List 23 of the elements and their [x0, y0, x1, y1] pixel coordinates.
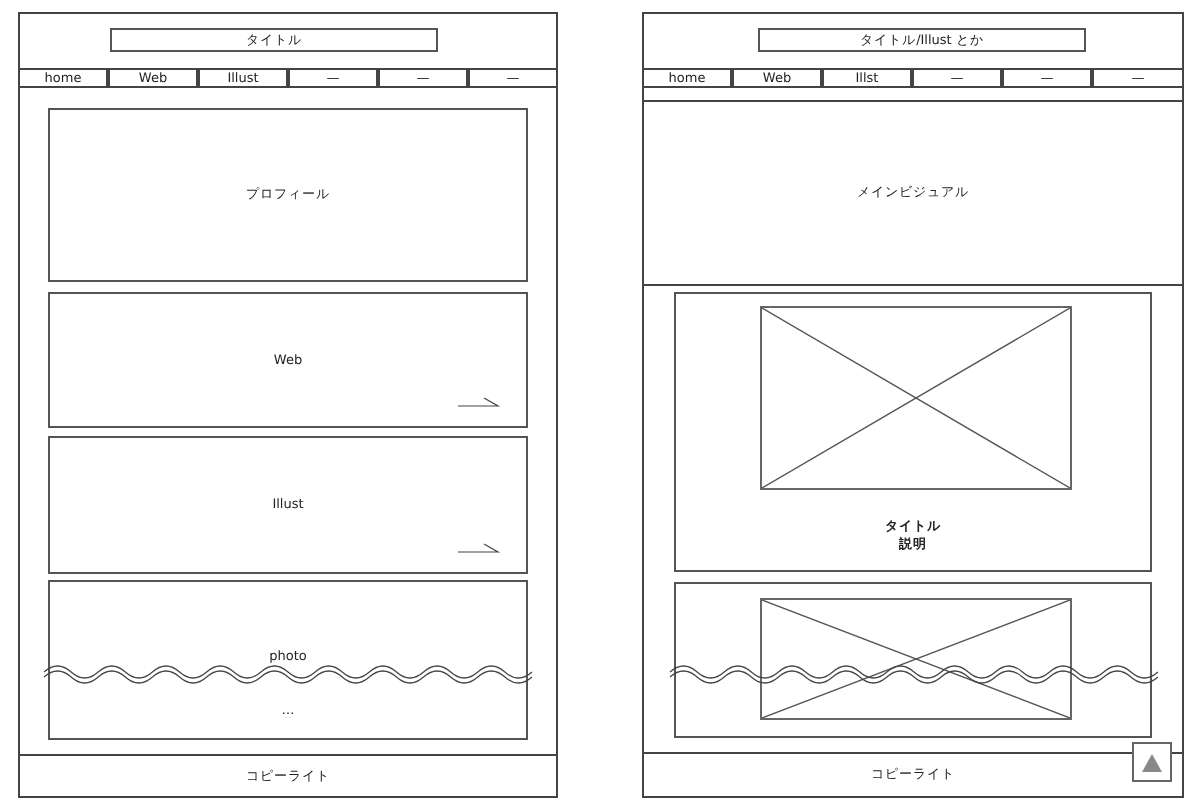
nav-tab [1092, 68, 1184, 88]
title-box [110, 28, 438, 52]
nav-tab [378, 68, 468, 88]
nav-tab [1002, 68, 1092, 88]
content-card [674, 582, 1152, 738]
nav-tab [108, 68, 198, 88]
nav-tab [18, 68, 108, 88]
nav-tab [732, 68, 822, 88]
nav-tab [198, 68, 288, 88]
content-card [48, 108, 528, 282]
title-box [758, 28, 1086, 52]
image-placeholder [760, 598, 1072, 720]
nav-tab [468, 68, 558, 88]
nav-tab [288, 68, 378, 88]
nav-tab [642, 68, 732, 88]
content-card [674, 292, 1152, 572]
nav-tab [822, 68, 912, 88]
content-card [48, 292, 528, 428]
content-card [48, 436, 528, 574]
main-visual-band [642, 100, 1184, 286]
nav-tab [912, 68, 1002, 88]
image-placeholder [760, 306, 1072, 490]
content-card [48, 580, 528, 740]
